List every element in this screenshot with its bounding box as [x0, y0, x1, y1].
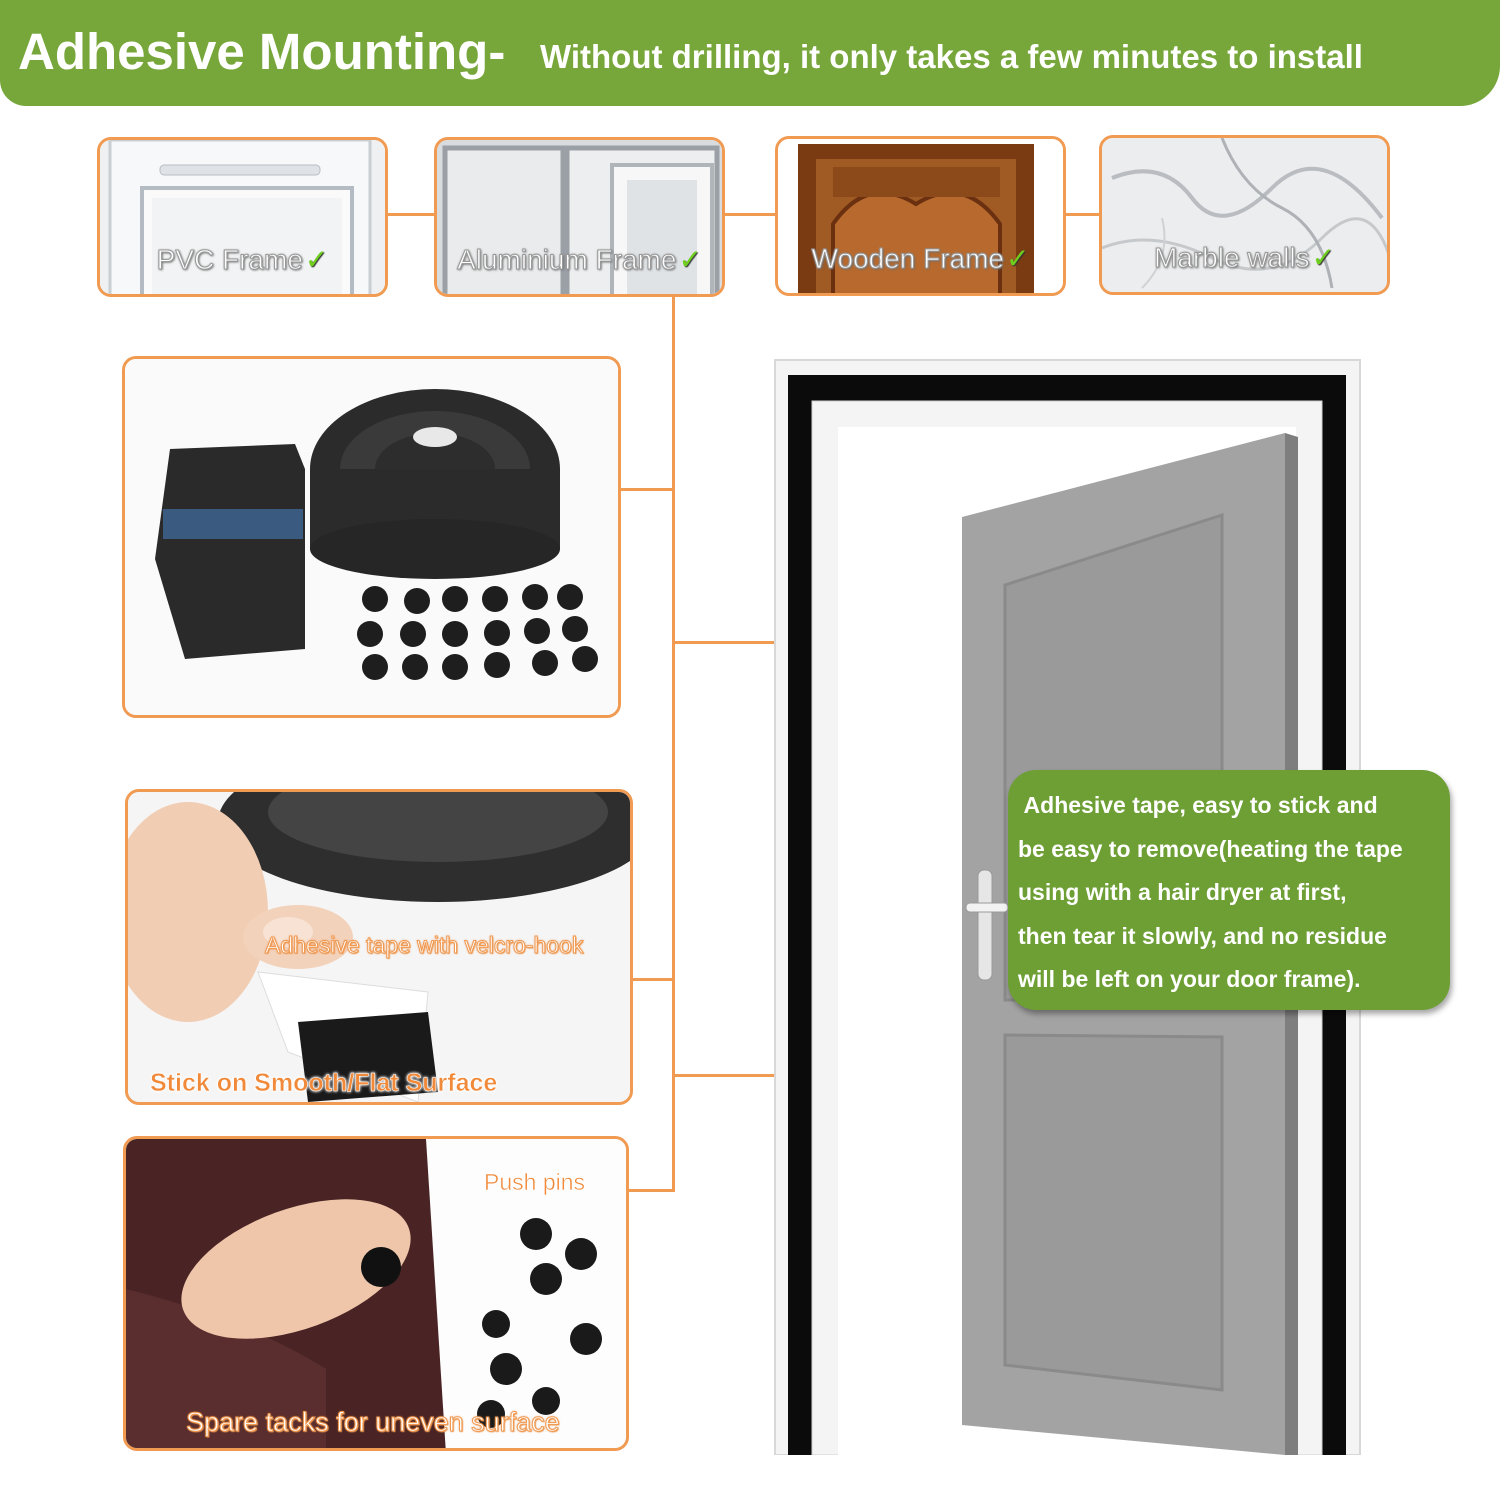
- connector-line: [725, 213, 775, 216]
- frame-label-wooden: Wooden Frame✓: [811, 243, 1030, 275]
- marble-wall-image: [1102, 138, 1387, 292]
- pins-footer: Spare tacks for uneven surface: [186, 1407, 561, 1438]
- frame-card-wooden: Wooden Frame✓: [775, 136, 1066, 296]
- note-line: then tear it slowly, and no residue: [1018, 922, 1387, 949]
- frame-card-pvc: PVC Frame✓: [97, 137, 388, 297]
- tape-kit-panel: [122, 356, 621, 718]
- note-line: will be left on your door frame).: [1018, 966, 1361, 992]
- tape-kit-image: [125, 359, 618, 715]
- frame-label-marble: Marble walls✓: [1153, 242, 1336, 274]
- connector-line: [620, 488, 672, 491]
- pvc-frame-image: [100, 140, 385, 294]
- frame-card-marble: Marble walls✓: [1099, 135, 1390, 295]
- connector-line: [628, 1189, 675, 1192]
- connector-line: [672, 297, 675, 1192]
- check-icon: ✓: [1311, 242, 1336, 273]
- check-icon: ✓: [304, 244, 329, 275]
- frame-label-aluminium: Aluminium Frame✓: [457, 244, 702, 276]
- tape-footer: Stick on Smooth/Flat Surface: [150, 1069, 498, 1098]
- connector-line: [632, 978, 672, 981]
- check-icon: ✓: [678, 244, 702, 275]
- check-icon: ✓: [1006, 243, 1030, 274]
- info-note: Adhesive tape, easy to stick and be easy…: [1008, 770, 1450, 1010]
- header-banner: Adhesive Mounting- Without drilling, it …: [0, 0, 1500, 106]
- connector-line: [1066, 213, 1099, 216]
- adhesive-tape-panel: Adhesive tape with velcro-hook Stick on …: [125, 789, 633, 1105]
- connector-line: [388, 213, 434, 216]
- note-line: be easy to remove(heating the tape: [1018, 835, 1403, 862]
- banner-title: Adhesive Mounting-: [18, 23, 506, 80]
- aluminium-frame-image: [437, 140, 722, 294]
- banner-subtitle: Without drilling, it only takes a few mi…: [540, 38, 1363, 75]
- push-pins-panel: Push pins Spare tacks for uneven surface: [123, 1136, 629, 1451]
- frame-label-pvc: PVC Frame✓: [156, 244, 329, 276]
- note-line: Adhesive tape, easy to stick and: [1018, 792, 1378, 818]
- tape-caption: Adhesive tape with velcro-hook: [264, 932, 584, 959]
- adhesive-tape-image: [128, 792, 630, 1102]
- push-pins-image: [126, 1139, 626, 1448]
- connector-line: [675, 641, 825, 644]
- pins-caption: Push pins: [484, 1169, 586, 1196]
- note-line: using with a hair dryer at first,: [1018, 879, 1347, 905]
- connector-line: [675, 1074, 795, 1077]
- wooden-frame-image: [778, 139, 1063, 293]
- frame-card-aluminium: Aluminium Frame✓: [434, 137, 725, 297]
